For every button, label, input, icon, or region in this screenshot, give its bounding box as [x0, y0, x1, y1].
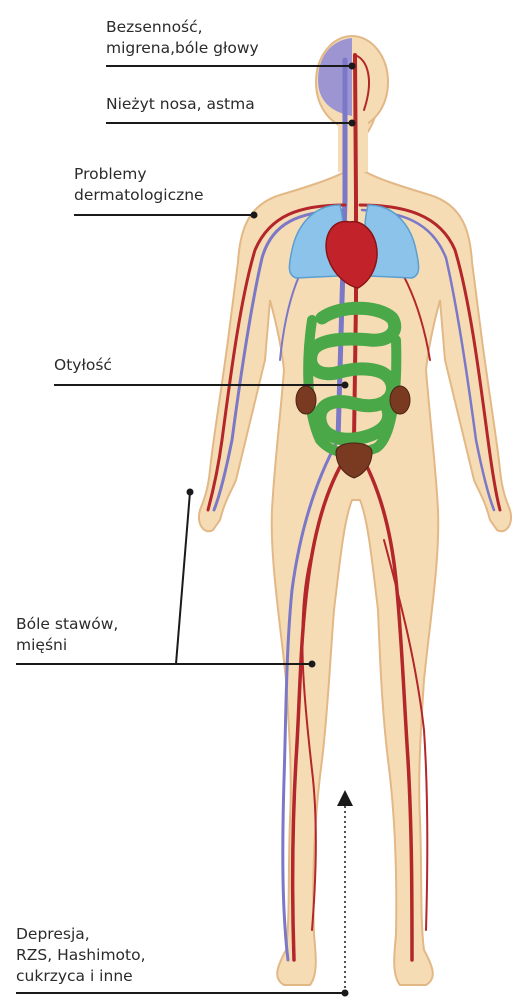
label-rhinitis: Nieżyt nosa, astma [106, 94, 255, 115]
leader-joints-hand-dot [187, 489, 193, 495]
leader-obesity-dot [342, 382, 348, 388]
leader-skin-dot [251, 212, 257, 218]
leader-joints-dot [309, 661, 315, 667]
blood-vessels [208, 55, 500, 960]
label-systemic: Depresja, RZS, Hashimoto, cukrzyca i inn… [16, 924, 146, 987]
leader-insomnia-dot [349, 63, 355, 69]
label-insomnia: Bezsenność, migrena,bóle głowy [106, 17, 259, 59]
label-skin: Problemy dermatologiczne [74, 164, 204, 206]
leader-joints-diagonal [176, 492, 190, 664]
label-joints: Bóle stawów, mięśni [16, 614, 118, 656]
leader-systemic-dot [342, 990, 348, 996]
left-kidney [296, 386, 316, 414]
arrow-up-icon [337, 790, 353, 806]
label-obesity: Otyłość [54, 355, 112, 376]
right-kidney [390, 386, 410, 414]
leader-rhinitis-dot [349, 120, 355, 126]
